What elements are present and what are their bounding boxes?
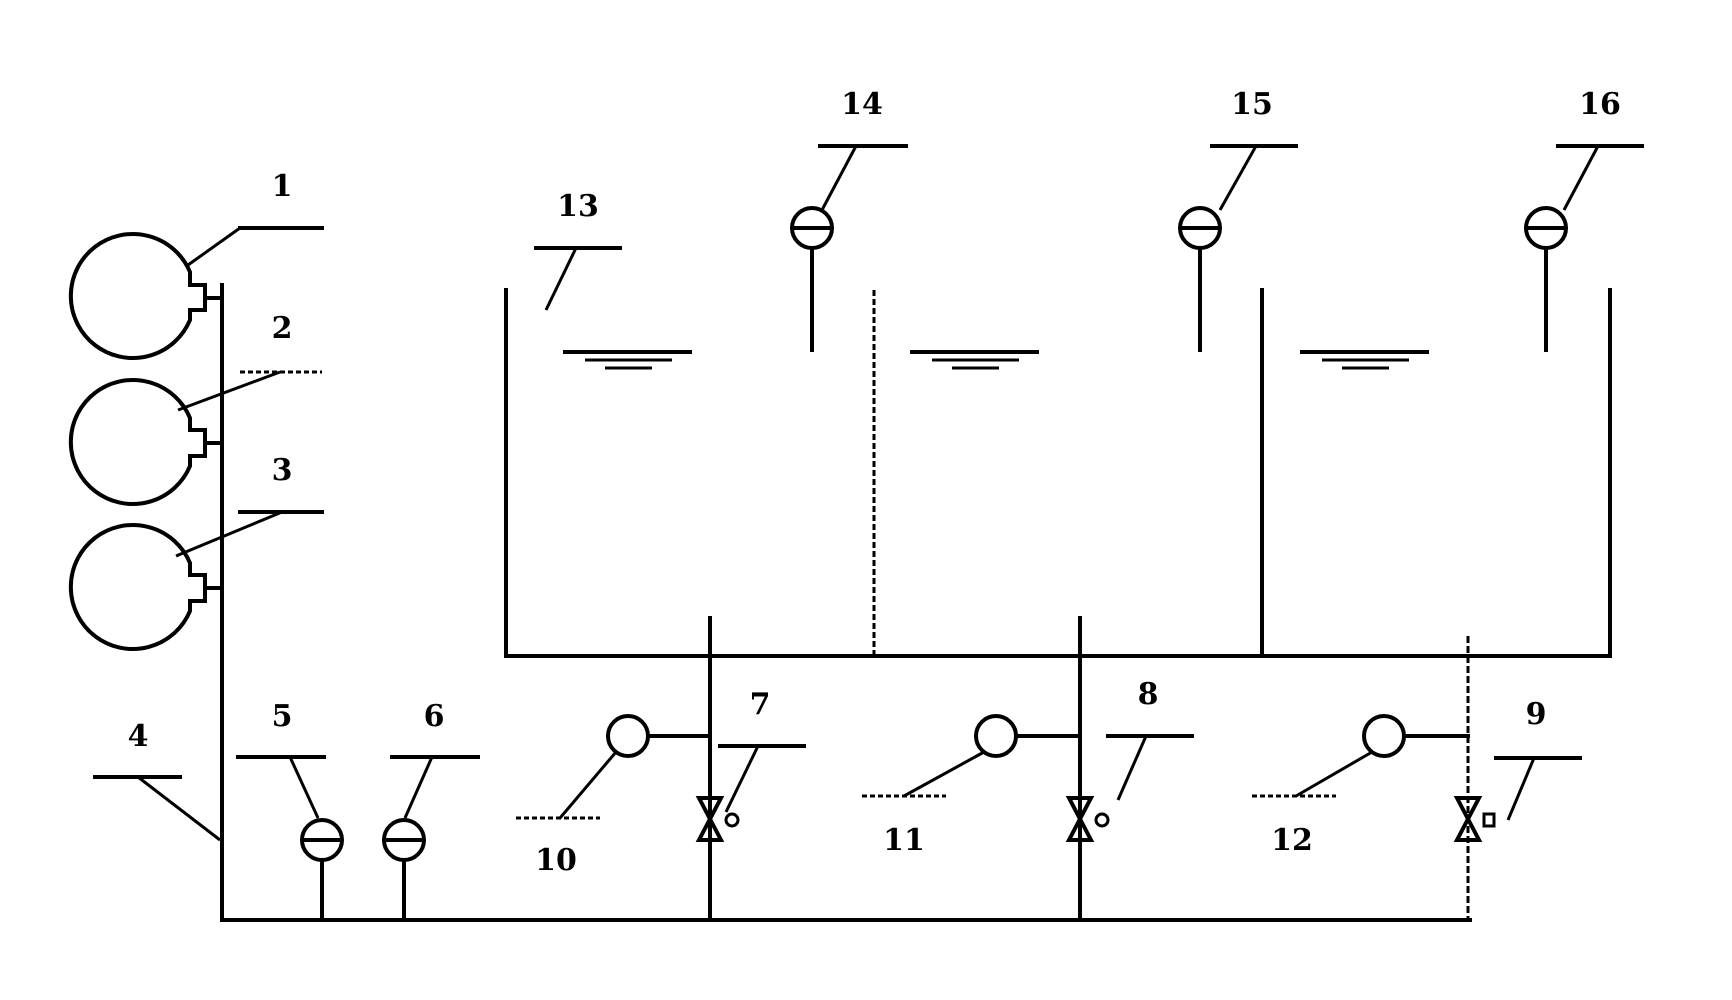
- valve-8: [1065, 796, 1110, 842]
- tank-13: [504, 288, 1612, 658]
- flow-meter-12: [1362, 714, 1470, 758]
- label-2: 2: [272, 311, 293, 346]
- valve-7: [695, 796, 740, 842]
- label-6: 6: [424, 699, 445, 734]
- label-15: 15: [1231, 87, 1273, 122]
- label-13: 13: [557, 189, 599, 224]
- probe-14: [790, 206, 834, 352]
- label-12: 12: [1271, 823, 1313, 858]
- label-10: 10: [535, 843, 577, 878]
- blower-3: [68, 523, 207, 651]
- label-16: 16: [1579, 87, 1621, 122]
- water-level-3: [1300, 350, 1429, 370]
- probe-16: [1524, 206, 1568, 352]
- leader-lines: [93, 144, 1644, 842]
- label-7: 7: [750, 687, 771, 722]
- blower-1: [68, 232, 207, 360]
- label-9: 9: [1526, 697, 1547, 732]
- label-8: 8: [1138, 677, 1159, 712]
- label-5: 5: [272, 699, 293, 734]
- label-11: 11: [883, 823, 925, 858]
- label-1: 1: [272, 169, 293, 204]
- pressure-gauge-6: [382, 818, 426, 922]
- valve-9: [1453, 796, 1496, 842]
- label-4: 4: [128, 719, 149, 754]
- probe-15: [1178, 206, 1222, 352]
- air-main-pipe: [203, 283, 1472, 922]
- blower-2: [68, 378, 207, 506]
- flow-meter-10: [606, 714, 712, 758]
- pressure-gauge-5: [300, 818, 344, 922]
- label-14: 14: [841, 87, 883, 122]
- water-level-1: [563, 350, 692, 370]
- water-level-2: [910, 350, 1039, 370]
- label-3: 3: [272, 453, 293, 488]
- flow-meter-11: [974, 714, 1082, 758]
